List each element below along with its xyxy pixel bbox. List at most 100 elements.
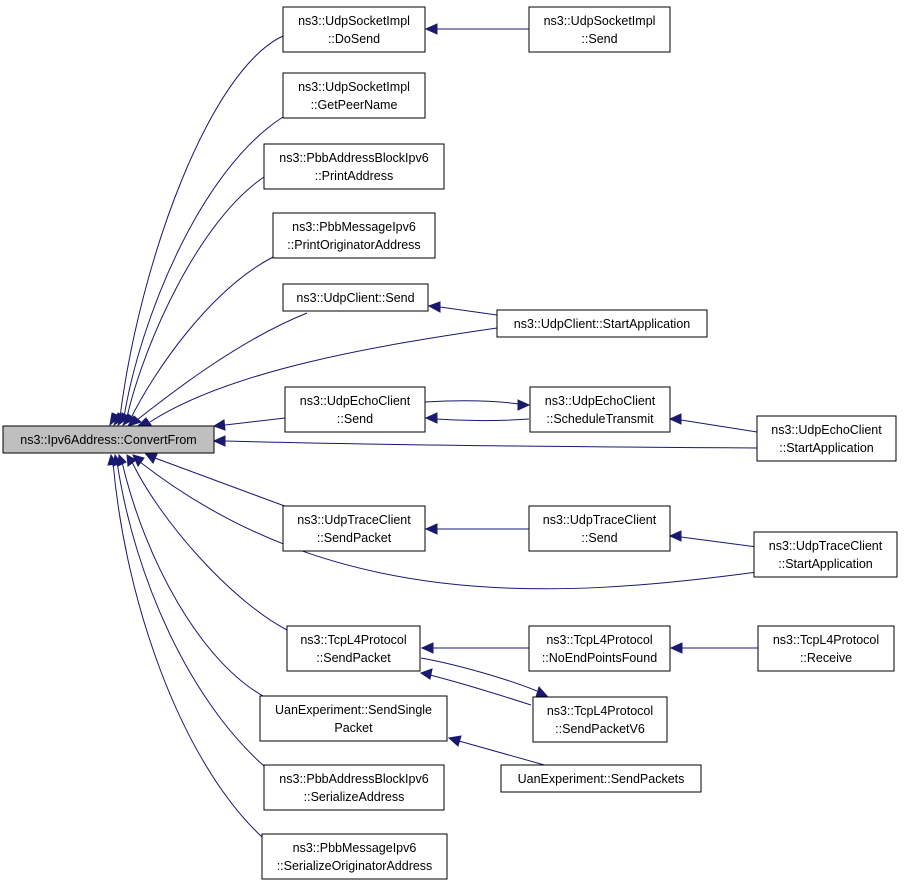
node-label-line: ns3::TcpL4Protocol [773,633,879,647]
node-label-line: ns3::UdpSocketImpl [298,80,410,94]
arrowhead [535,685,549,698]
node-box[interactable] [282,6,426,53]
node-tcp-sendpacket[interactable]: ns3::TcpL4Protocol::SendPacket [286,625,421,672]
node-box[interactable] [261,833,448,880]
edge-uan-single-to-root [121,461,264,697]
node-label-line: ns3::UdpTraceClient [769,539,883,553]
node-box[interactable] [529,386,671,433]
node-udpsock-getpeer[interactable]: ns3::UdpSocketImpl::GetPeerName [282,72,426,119]
arrowhead [427,301,441,313]
node-label-line: ::Receive [800,651,852,665]
node-box[interactable] [532,696,668,743]
node-trace-start[interactable]: ns3::UdpTraceClient::StartApplication [753,531,898,578]
node-udpsock-send[interactable]: ns3::UdpSocketImpl::Send [528,6,671,53]
node-label-line: ns3::Ipv6Address::ConvertFrom [20,433,196,447]
node-label-line: ::Send [337,412,373,426]
node-label-line: ::Send [581,32,617,46]
node-root[interactable]: ns3::Ipv6Address::ConvertFrom [2,425,215,454]
edges-layer [112,28,758,838]
node-box[interactable] [756,415,897,462]
arrowhead [447,735,462,747]
node-box[interactable] [528,505,671,552]
arrowhead [419,668,433,680]
node-label-line: ::Send [581,531,617,545]
edge-tcp-sendpacket-to-root [131,461,288,631]
arrowhead [420,642,434,654]
node-box[interactable] [263,143,445,190]
node-trace-send[interactable]: ns3::UdpTraceClient::Send [528,505,671,552]
node-label-line: ::GetPeerName [311,98,398,112]
edge-trace-sendpacket-to-root [154,457,291,509]
node-box[interactable] [500,764,702,793]
node-label-line: Packet [334,721,373,735]
node-box[interactable] [272,212,436,259]
node-box[interactable] [282,72,426,119]
node-trace-sendpacket[interactable]: ns3::UdpTraceClient::SendPacket [282,505,426,552]
edge-echo-start-to-sched [680,419,758,433]
node-box[interactable] [286,625,421,672]
node-pbbblock-print[interactable]: ns3::PbbAddressBlockIpv6::PrintAddress [263,143,445,190]
node-label-line: ns3::TcpL4Protocol [546,633,652,647]
arrowhead [126,454,137,467]
node-label-line: ::DoSend [328,32,380,46]
arrowhead [121,413,136,427]
node-pbbmsg-serialize[interactable]: ns3::PbbMessageIpv6::SerializeOriginator… [261,833,448,880]
node-label-line: ns3::PbbAddressBlockIpv6 [279,151,428,165]
node-box[interactable] [757,625,895,672]
node-udpclient-send[interactable]: ns3::UdpClient::Send [282,283,429,312]
node-label-line: ns3::UdpSocketImpl [544,14,656,28]
node-label-line: ns3::UdpClient::StartApplication [514,317,691,331]
nodes-layer: ns3::Ipv6Address::ConvertFrom ns3::UdpSoc… [2,6,898,880]
node-box[interactable] [259,695,448,742]
node-box[interactable] [753,531,898,578]
node-label-line: ns3::PbbMessageIpv6 [292,220,416,234]
node-label-line: ns3::UdpEchoClient [545,394,656,408]
arrowhead [126,415,143,427]
node-pbbmsg-print[interactable]: ns3::PbbMessageIpv6::PrintOriginatorAddr… [272,212,436,259]
node-label-line: ns3::PbbAddressBlockIpv6 [279,772,428,786]
arrowhead [668,413,682,425]
node-box[interactable] [528,6,671,53]
node-box[interactable] [263,764,445,811]
arrowhead [212,435,226,447]
edge-echo-sched-to-send [435,418,530,421]
node-pbbblock-serialize[interactable]: ns3::PbbAddressBlockIpv6::SerializeAddre… [263,764,445,811]
node-tcp-noend[interactable]: ns3::TcpL4Protocol::NoEndPointsFound [528,625,671,672]
edge-echo-send-to-sched [424,400,520,405]
node-label-line: ::SendPacketV6 [555,722,645,736]
arrowhead [424,412,438,424]
node-echo-sched[interactable]: ns3::UdpEchoClient::ScheduleTransmit [529,386,671,433]
node-box[interactable] [496,309,708,338]
node-box[interactable] [282,283,429,312]
node-udpsock-dosend[interactable]: ns3::UdpSocketImpl::DoSend [282,6,426,53]
node-label-line: UanExperiment::SendSingle [275,703,432,717]
edge-pbbmsg-print-to-root [130,256,274,419]
node-label-line: ::ScheduleTransmit [546,412,654,426]
node-box[interactable] [282,505,426,552]
node-tcp-receive[interactable]: ns3::TcpL4Protocol::Receive [757,625,895,672]
node-uan-packets[interactable]: UanExperiment::SendPackets [500,764,702,793]
node-label-line: ::SerializeAddress [304,790,405,804]
edge-udpclient-send-to-root [136,312,308,421]
edge-echo-start-to-root [224,440,758,449]
edge-getpeer-to-root [123,116,284,418]
edge-udpclient-start-to-send [439,306,498,316]
arrowhead [212,419,226,431]
arrows-layer [107,23,683,747]
node-echo-start[interactable]: ns3::UdpEchoClient::StartApplication [756,415,897,462]
node-label-line: ns3::UdpSocketImpl [298,14,410,28]
node-label-line: ::PrintAddress [315,169,394,183]
node-box[interactable] [284,386,426,433]
node-box[interactable] [528,625,671,672]
node-udpclient-start[interactable]: ns3::UdpClient::StartApplication [496,309,708,338]
edge-trace-start-to-send [680,536,758,548]
arrowhead [517,399,531,411]
arrowhead [424,523,438,535]
node-tcp-sendv6[interactable]: ns3::TcpL4Protocol::SendPacketV6 [532,696,668,743]
node-label-line: ::PrintOriginatorAddress [287,238,420,252]
edge-pbbblock-print-to-root [126,176,265,418]
node-echo-send[interactable]: ns3::UdpEchoClient::Send [284,386,426,433]
node-box[interactable] [2,425,215,454]
